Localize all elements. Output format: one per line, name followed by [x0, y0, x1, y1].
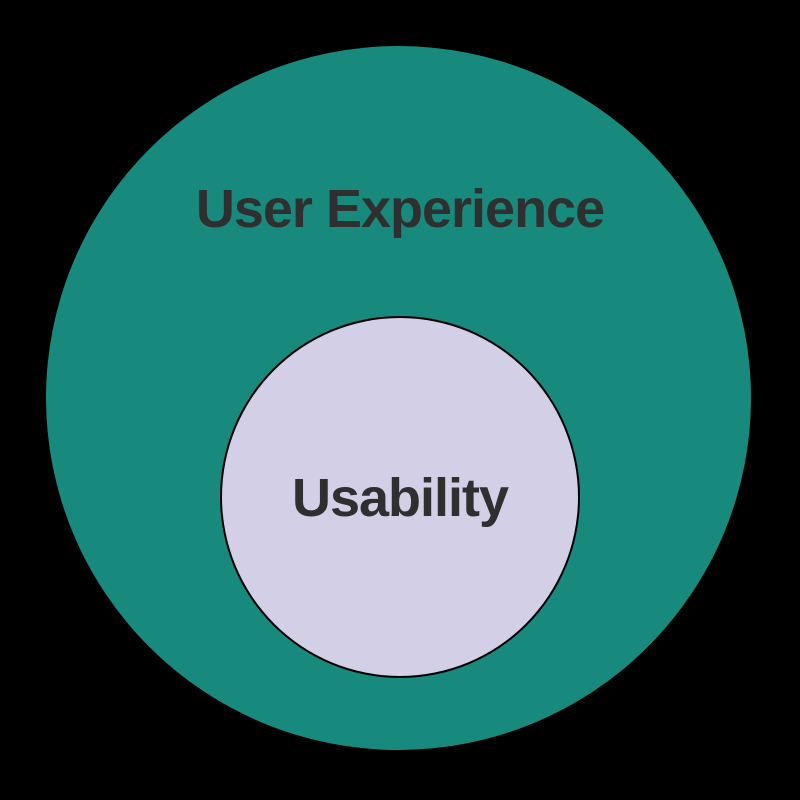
inner-circle-usability	[220, 316, 580, 678]
